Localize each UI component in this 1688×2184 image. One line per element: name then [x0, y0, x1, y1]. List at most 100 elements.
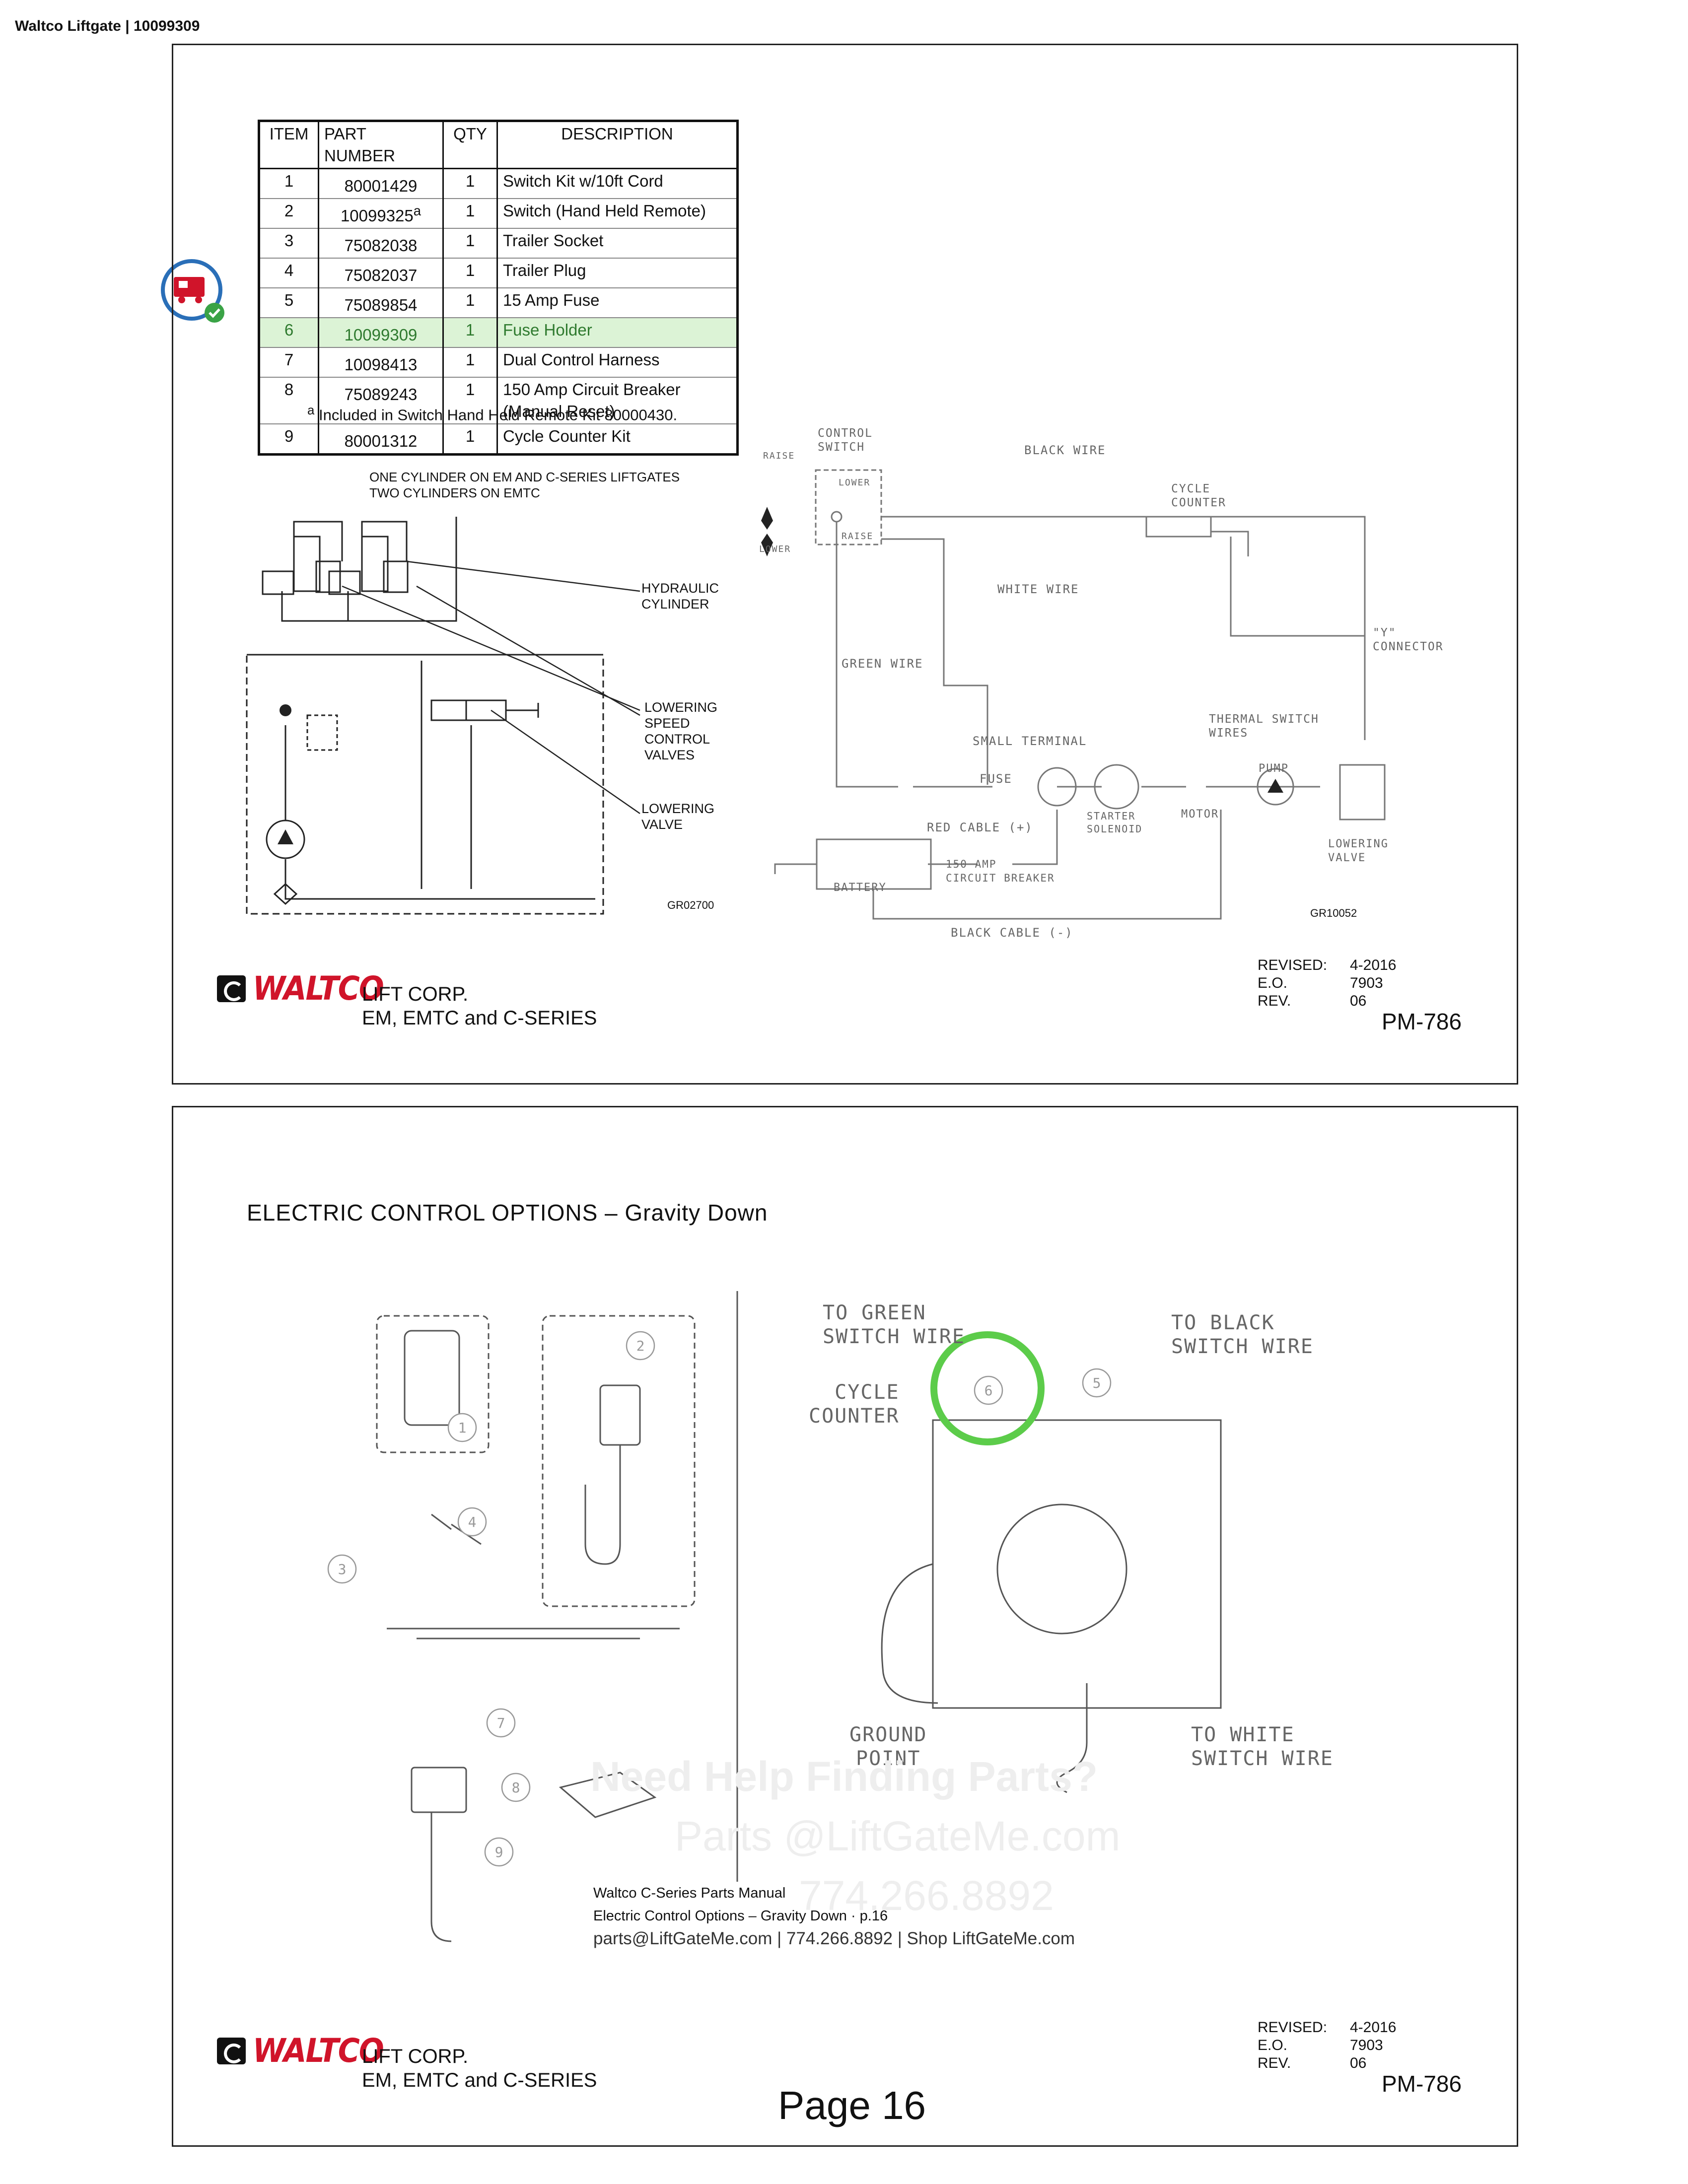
- label-wiring-lowering-valve: LOWERING VALVE: [1328, 838, 1389, 864]
- cell-description: Trailer Plug: [496, 258, 738, 288]
- label-red-cable: RED CABLE (+): [927, 820, 1033, 834]
- cell-qty: 1: [442, 318, 498, 348]
- cell-qty: 1: [442, 347, 498, 378]
- cell-qty: 1: [442, 199, 498, 229]
- callout-2: 2: [636, 1338, 645, 1354]
- label-starter-solenoid: STARTER SOLENOID: [1087, 810, 1143, 835]
- cell-description: Dual Control Harness: [496, 347, 738, 378]
- label-switch-raise: RAISE: [842, 531, 874, 542]
- cell-qty: 1: [442, 424, 498, 455]
- callout-numbers: 1 2 3 4 5 6 7 8 9: [338, 1338, 1101, 1860]
- callout-1: 1: [458, 1420, 467, 1436]
- cell-item: 1: [258, 168, 319, 199]
- cell-part-number: 75082038: [318, 228, 444, 259]
- cell-item: 3: [258, 228, 319, 259]
- cell-qty: 1: [442, 168, 498, 199]
- section-title: ELECTRIC CONTROL OPTIONS – Gravity Down: [247, 1200, 768, 1226]
- contact-line[interactable]: parts@LiftGateMe.com | 774.266.8892 | Sh…: [593, 1929, 1075, 1948]
- label-black-cable: BLACK CABLE (-): [951, 926, 1073, 940]
- label-green-wire: GREEN WIRE: [842, 657, 923, 671]
- cell-description: Switch (Hand Held Remote): [496, 199, 738, 229]
- cell-qty: 1: [442, 288, 498, 318]
- manual-note-1: Waltco C-Series Parts Manual: [593, 1885, 786, 1901]
- cell-item: 7: [258, 347, 319, 378]
- label-black-wire: BLACK WIRE: [1024, 443, 1106, 457]
- label-to-white-switch-wire: TO WHITE SWITCH WIRE: [1191, 1723, 1334, 1770]
- callout-8: 8: [512, 1779, 520, 1796]
- revision-block: REVISED:4-2016 E.O.7903 REV.06: [1258, 957, 1397, 1009]
- parts-badge-icon[interactable]: [159, 257, 231, 330]
- label-switch-lower: LOWER: [839, 478, 871, 488]
- label-fuse: FUSE: [980, 772, 1012, 786]
- company-name: LIFT CORP.EM, EMTC and C-SERIES: [362, 983, 597, 1029]
- sheet-electric-control-options: ELECTRIC CONTROL OPTIONS – Gravity Down: [172, 1106, 1518, 2147]
- waltco-logo: WALTCO: [217, 970, 384, 1008]
- wiring-code: GR10052: [1310, 907, 1357, 919]
- revision-block-2: REVISED:4-2016 E.O.7903 REV.06: [1258, 2019, 1397, 2071]
- cell-item: 5: [258, 288, 319, 318]
- label-ground-point: GROUND POINT: [849, 1723, 927, 1770]
- label-speed-control-valves: LOWERING SPEED CONTROL VALVES: [644, 700, 718, 762]
- waltco-logo-mark-icon: [217, 975, 246, 1002]
- cell-description: Fuse Holder: [496, 318, 738, 348]
- label-control-switch: CONTROL SWITCH: [818, 427, 873, 454]
- wiring-diagram: [761, 469, 1386, 920]
- label-white-wire: WHITE WIRE: [997, 582, 1079, 596]
- parts-illustration: 1 2 3 4 5 6 7 8 9: [327, 1291, 1222, 1942]
- cell-qty: 1: [442, 377, 498, 424]
- callout-9: 9: [495, 1844, 503, 1860]
- cell-qty: 1: [442, 258, 498, 288]
- callout-7: 7: [497, 1715, 505, 1731]
- label-lowering-valve: LOWERING VALVE: [641, 801, 715, 832]
- label-thermal-switch-wires: THERMAL SWITCH WIRES: [1209, 713, 1319, 740]
- col-qty: QTY: [442, 121, 498, 169]
- cell-description: 15 Amp Fuse: [496, 288, 738, 318]
- label-cycle-counter: CYCLE COUNTER: [1171, 482, 1226, 509]
- cell-part-number: 10099325a: [318, 199, 444, 229]
- document-title: Waltco Liftgate | 10099309: [15, 18, 200, 34]
- parts-footnote: a Included in Switch Hand Held Remote Ki…: [307, 404, 678, 424]
- hydraulic-code: GR02700: [667, 899, 714, 911]
- watermark-email: Parts @LiftGateMe.com: [675, 1813, 1121, 1859]
- company-name-2: LIFT CORP.EM, EMTC and C-SERIES: [362, 2046, 597, 2091]
- label-to-black-switch-wire: TO BLACK SWITCH WIRE: [1171, 1311, 1314, 1358]
- pm-number-2: PM-786: [1382, 2071, 1462, 2097]
- page-number: Page 16: [778, 2083, 926, 2127]
- waltco-logo-mark-icon: [217, 2038, 246, 2064]
- label-motor: MOTOR: [1181, 808, 1219, 820]
- cylinder-note-2: TWO CYLINDERS ON EMTC: [369, 485, 540, 500]
- label-pump: PUMP: [1259, 762, 1289, 775]
- callout-6: 6: [985, 1382, 993, 1399]
- callout-3: 3: [338, 1561, 347, 1577]
- cell-description: 150 Amp Circuit Breaker(Manual Reset): [496, 377, 738, 424]
- cell-part-number: 80001312: [318, 424, 444, 455]
- watermark-phone: 774.266.8892: [799, 1872, 1054, 1919]
- col-item: ITEM: [258, 121, 319, 169]
- label-cycle-counter-2: CYCLE COUNTER: [809, 1381, 900, 1428]
- label-battery: BATTERY: [834, 882, 887, 894]
- hydraulic-schematic: [246, 517, 640, 915]
- cell-part-number: 75089243: [318, 377, 444, 424]
- cell-part-number: 10098413: [318, 347, 444, 378]
- waltco-logo-2: WALTCO: [217, 2032, 384, 2070]
- cell-part-number: 80001429: [318, 168, 444, 199]
- cell-qty: 1: [442, 228, 498, 259]
- callout-4: 4: [468, 1514, 477, 1530]
- cell-description: Cycle Counter Kit: [496, 424, 738, 455]
- cell-item: 8: [258, 377, 319, 424]
- label-raise: RAISE: [763, 451, 795, 461]
- highlight-ring: [930, 1331, 1045, 1445]
- manual-note-2: Electric Control Options – Gravity Down …: [593, 1908, 888, 1924]
- callout-5: 5: [1093, 1375, 1101, 1391]
- cylinder-note-1: ONE CYLINDER ON EM AND C-SERIES LIFTGATE…: [369, 470, 680, 484]
- cell-part-number: 75089854: [318, 288, 444, 318]
- label-to-green-switch-wire: TO GREEN SWITCH WIRE: [823, 1301, 965, 1348]
